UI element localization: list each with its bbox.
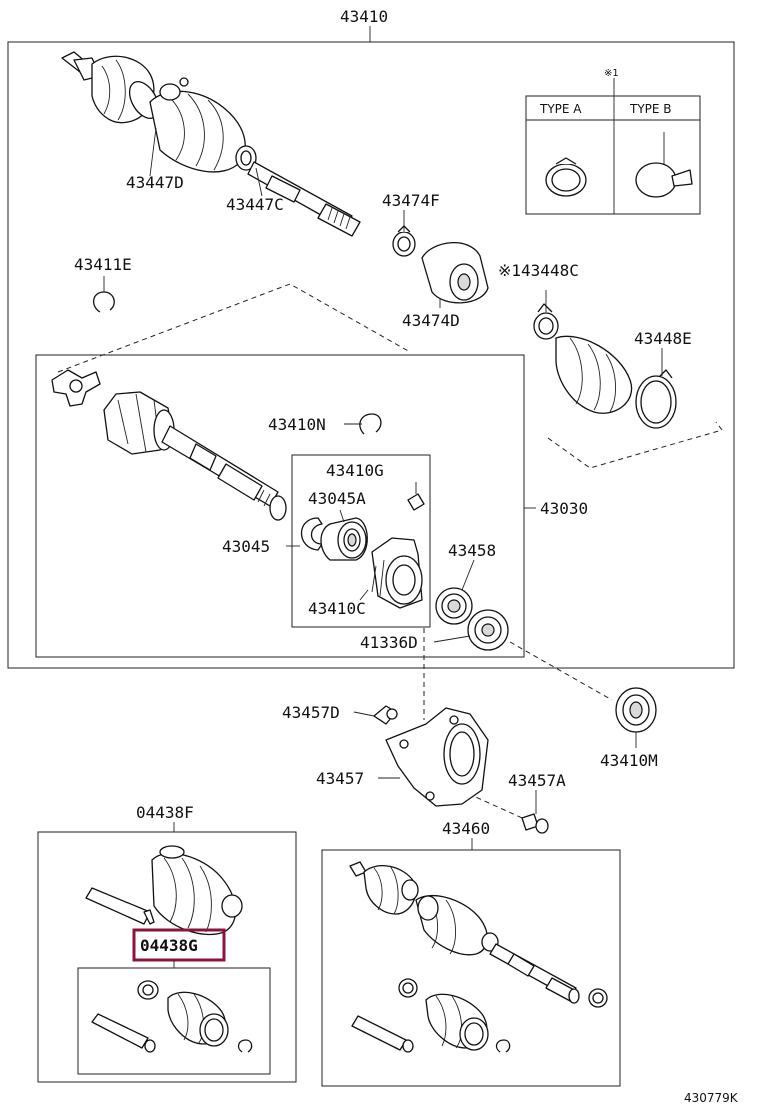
frame-type-table [525,95,701,215]
boot-43448E [555,335,677,429]
bolt-43457D [373,705,398,725]
bearing-43045A [320,517,368,561]
label-43410C[interactable]: 43410C [308,599,366,618]
type-a-label: TYPE A [539,102,582,116]
label-43458[interactable]: 43458 [448,541,496,560]
label-43030[interactable]: 43030 [540,499,588,518]
clamp-type-b-icon [635,132,693,198]
label-43448C[interactable]: ※143448C [498,261,579,280]
label-43045[interactable]: 43045 [222,537,270,556]
type-b-label: TYPE B [629,102,672,116]
label-41336D[interactable]: 41336D [360,633,418,652]
bracket-43457 [385,707,489,807]
frame-inner-bearing [291,454,431,628]
boot-kit-04438F [85,845,243,936]
label-43474F[interactable]: 43474F [382,191,440,210]
pin-43410G [407,493,425,511]
label-43410N[interactable]: 43410N [268,415,326,434]
snap-ring-43410N [359,413,382,435]
clamp-type-a-icon [545,157,587,197]
label-43448E[interactable]: 43448E [634,329,692,348]
bearing-41336D [467,609,509,651]
drive-shaft-43460 [349,861,608,1053]
bolt-43457A [521,813,549,834]
seal-43410M [615,687,657,733]
label-43410G[interactable]: 43410G [326,461,384,480]
label-04438G[interactable]: 04438G [140,936,198,955]
diagram-code: 430779K [684,1091,739,1105]
frame-04438F [37,831,297,1083]
label-43457[interactable]: 43457 [316,769,364,788]
inner-joint-43030 [51,369,287,521]
label-43411E[interactable]: 43411E [74,255,132,274]
dashed-leader-left [57,283,411,373]
label-04438F[interactable]: 04438F [136,803,194,822]
seal-43458 [435,587,473,625]
frame-43030 [35,354,525,658]
clamp-43448C [533,303,559,340]
snap-ring-43045 [301,517,323,551]
damper-43474D [421,242,489,304]
label-43460[interactable]: 43460 [442,819,490,838]
label-43045A[interactable]: 43045A [308,489,366,508]
drive-shaft-top [61,51,361,237]
dashed-leader-bearing [509,641,613,701]
dashed-leader-right [547,421,723,469]
boot-kit-04438G [91,980,253,1053]
bearing-bracket-43410C [371,537,423,609]
label-43457D[interactable]: 43457D [282,703,340,722]
leader-lines [103,127,663,850]
label-43474D[interactable]: 43474D [402,311,460,330]
note-mark: ※1 [604,68,619,79]
frame-43460 [321,849,621,1087]
label-43410M[interactable]: 43410M [600,751,658,770]
label-43410[interactable]: 43410 [340,7,388,26]
label-43447D[interactable]: 43447D [126,173,184,192]
label-43447C[interactable]: 43447C [226,195,284,214]
frame-43410 [7,41,735,669]
label-43457A[interactable]: 43457A [508,771,566,790]
snap-ring-43411E [93,291,115,313]
highlight-04438G[interactable] [132,928,226,962]
